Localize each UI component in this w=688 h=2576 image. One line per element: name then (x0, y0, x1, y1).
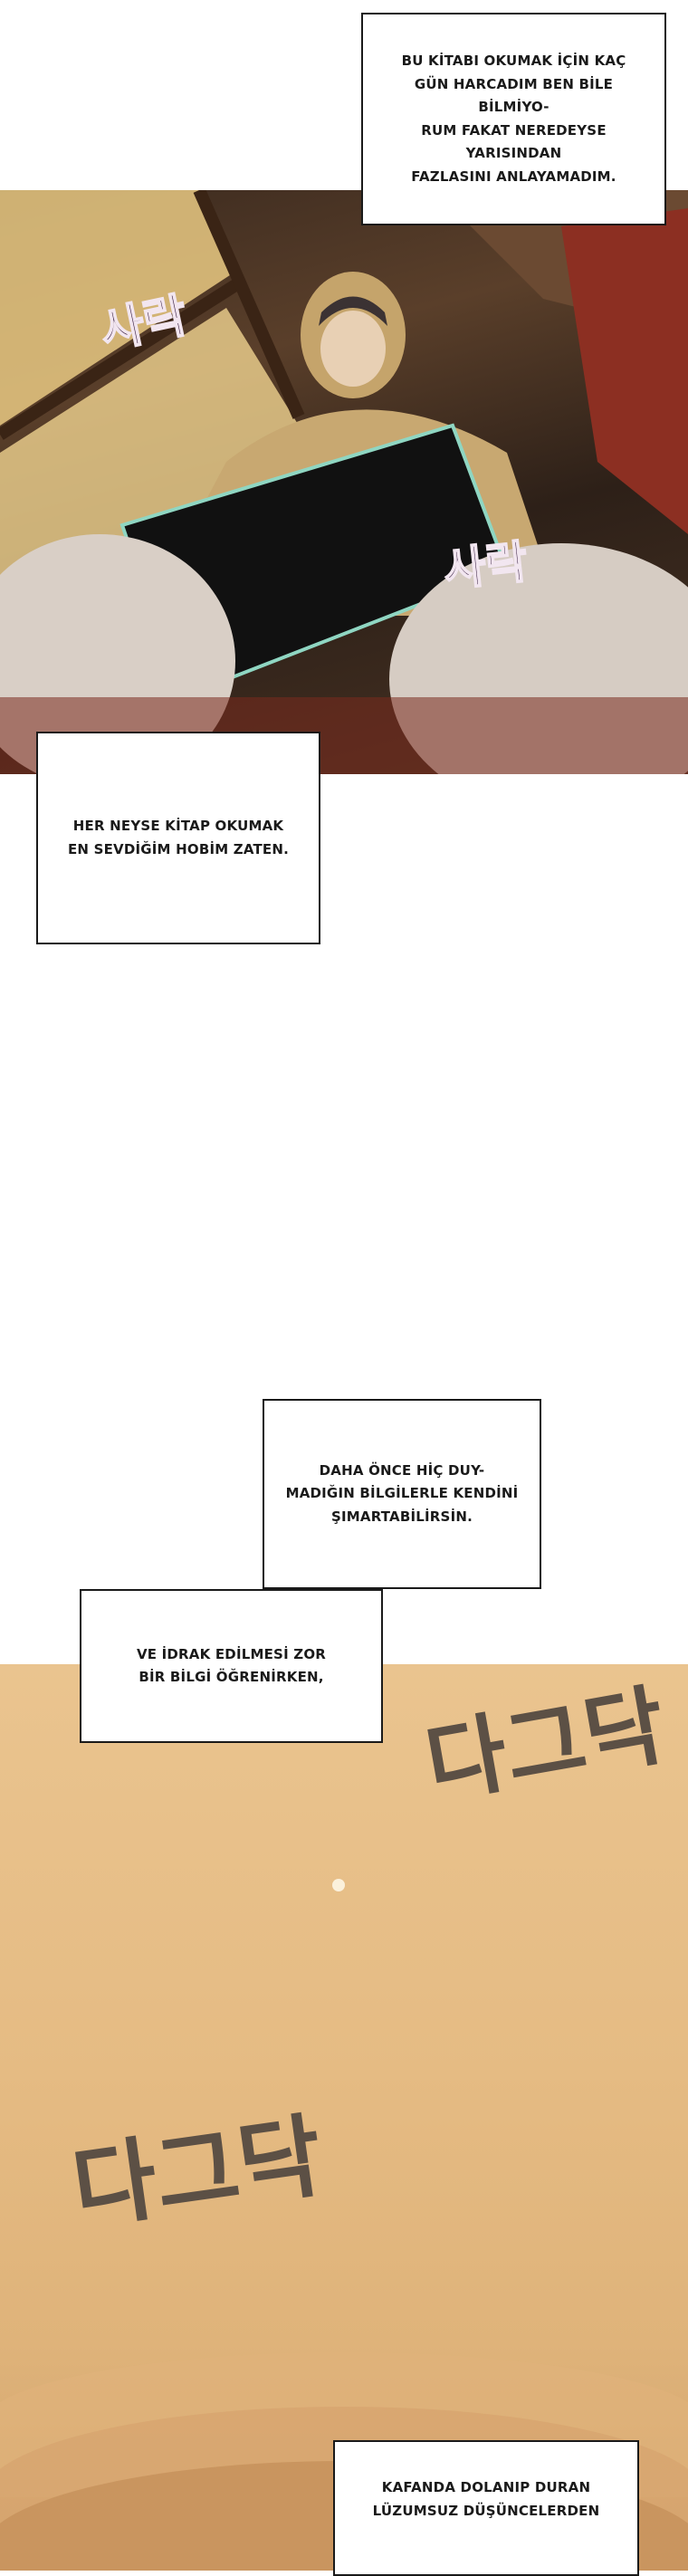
comic-panel-desert: 다그닥 다그닥 (0, 1664, 688, 2571)
speech-bubble: HER NEYSE KİTAP OKUMAK EN SEVDİĞİM HOBİM… (36, 732, 320, 944)
sound-effect-text: 다그닥 (418, 1674, 673, 1816)
sound-effect-text: 다그닥 (66, 2102, 329, 2243)
speech-bubble: BU KİTABI OKUMAK İÇİN KAÇ GÜN HARCADIM B… (361, 13, 666, 225)
comic-panel-reading: 사락 사락 (0, 190, 688, 774)
distant-sun (332, 1879, 345, 1891)
speech-bubble: KAFANDA DOLANIP DURAN LÜZUMSUZ DÜŞÜNCELE… (333, 2440, 639, 2576)
bubble-text: VE İDRAK EDİLMESİ ZOR BİR BİLGİ ÖĞRENİRK… (136, 1645, 327, 1686)
speech-bubble: DAHA ÖNCE HİÇ DUY- MADIĞIN BİLGİLERLE KE… (263, 1399, 541, 1589)
bubble-text: HER NEYSE KİTAP OKUMAK EN SEVDİĞİM HOBİM… (67, 818, 290, 857)
bubble-text: KAFANDA DOLANIP DURAN LÜZUMSUZ DÜŞÜNCELE… (372, 2479, 600, 2519)
sound-effect-text: 사락 (441, 534, 531, 597)
speech-bubble: VE İDRAK EDİLMESİ ZOR BİR BİLGİ ÖĞRENİRK… (80, 1589, 383, 1743)
bubble-text: BU KİTABI OKUMAK İÇİN KAÇ GÜN HARCADIM B… (401, 53, 626, 185)
reading-scene-illustration (0, 190, 688, 774)
bubble-text: DAHA ÖNCE HİÇ DUY- MADIĞIN BİLGİLERLE KE… (285, 1461, 519, 1525)
